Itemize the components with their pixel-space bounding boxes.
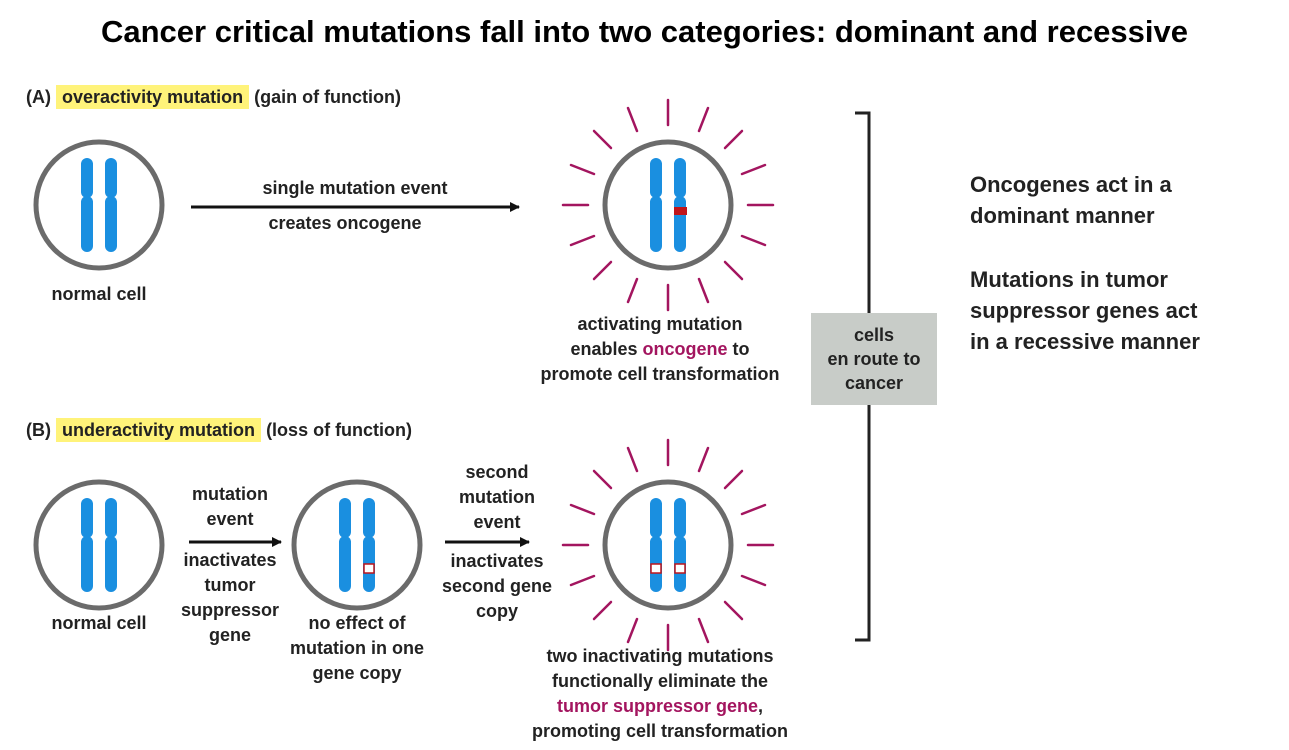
oncogene-term: oncogene xyxy=(642,339,728,359)
panel-a-arrow-bottom-label: creates oncogene xyxy=(268,213,422,233)
panel-a-highlight: overactivity mutation xyxy=(56,85,250,109)
panel-a-result-line1: activating mutation xyxy=(577,314,743,334)
side-note-oncogenes: Oncogenes act in a dominant manner xyxy=(970,172,1172,228)
panel-b-transformed-cell xyxy=(561,438,775,652)
panel-b-highlight: underactivity mutation xyxy=(56,418,262,442)
panel-a-oncogene-cell xyxy=(561,98,775,312)
panel-b-result-label: two inactivating mutations functionally … xyxy=(531,646,789,741)
panel-a-heading: (A) overactivity mutation (gain of funct… xyxy=(26,85,402,109)
panel-a-result-label: activating mutation enables oncogene to … xyxy=(500,312,820,387)
panel-b-normal-cell-label: normal cell xyxy=(51,613,147,633)
panel-b-suffix: (loss of function) xyxy=(266,420,413,440)
panel-b-arrow-2-top-label: second mutation event xyxy=(459,462,535,532)
panel-b-arrow-1-top-label: mutation event xyxy=(192,484,268,529)
inactivating-mark-left xyxy=(650,563,662,574)
panel-b-arrow-2-bottom-label: inactivates second gene copy xyxy=(441,551,553,621)
panel-b-tag: (B) xyxy=(26,420,51,440)
inactivating-mark-right xyxy=(674,563,686,574)
panel-a-result-line3: promote cell transformation xyxy=(540,364,780,384)
panel-a-normal-cell-label: normal cell xyxy=(51,284,147,304)
en-route-box: cells en route to cancer xyxy=(811,313,937,405)
panel-a-result-line2: enables oncogene to xyxy=(570,339,750,359)
panel-b-middle-cell-label: no effect of mutation in one gene copy xyxy=(290,613,424,683)
diagram-title: Cancer critical mutations fall into two … xyxy=(100,14,1188,49)
panel-b-heading: (B) underactivity mutation (loss of func… xyxy=(26,418,413,442)
panel-b-arrow-1-bottom-label: inactivates tumor suppressor gene xyxy=(180,550,280,645)
panel-a-suffix: (gain of function) xyxy=(254,87,402,107)
panel-b-middle-cell xyxy=(291,479,423,611)
panel-a-arrow-top-label: single mutation event xyxy=(262,178,448,198)
activating-mutation-mark xyxy=(674,207,687,215)
panel-a-normal-cell xyxy=(33,139,165,271)
panel-b-normal-cell xyxy=(33,479,165,611)
tumor-suppressor-term: tumor suppressor gene xyxy=(556,696,759,716)
side-note-tumor-suppressors: Mutations in tumor suppressor genes act … xyxy=(970,267,1200,354)
panel-a-tag: (A) xyxy=(26,87,51,107)
first-inactivating-mark xyxy=(363,563,375,574)
